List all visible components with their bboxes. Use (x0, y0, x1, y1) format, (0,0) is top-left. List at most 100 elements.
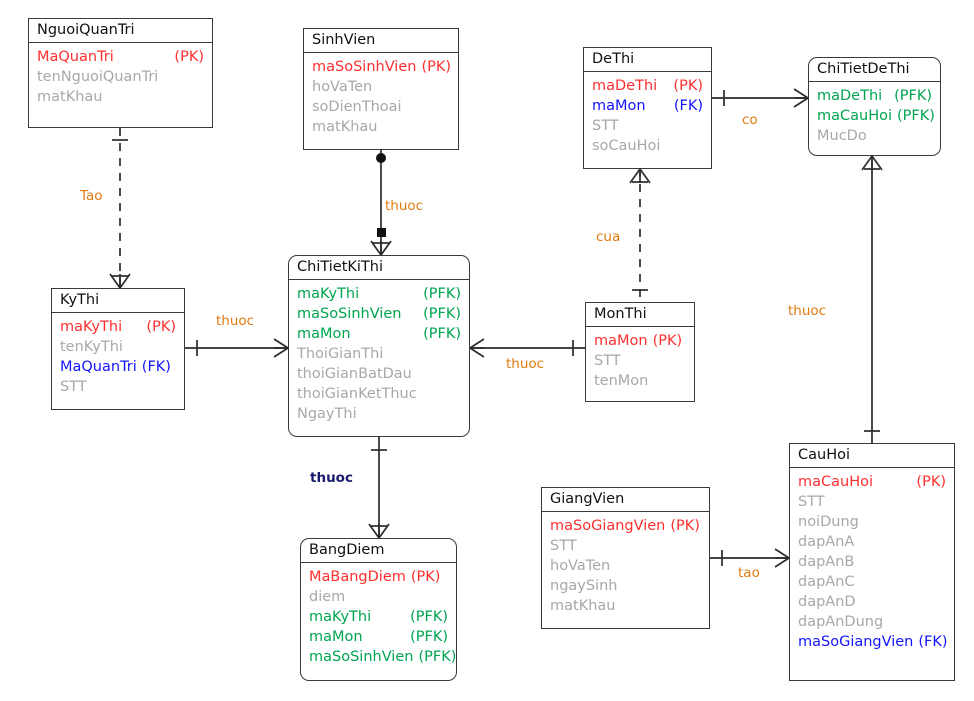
attribute-key-tag (936, 532, 946, 552)
connector-thuoc-chitietkithi-monthi (469, 338, 585, 358)
attribute-key-tag (693, 116, 703, 136)
connector-thuoc-chitietkithi-bangdiem (368, 437, 390, 539)
attribute-row: dapAnB (798, 552, 946, 572)
attribute-row: ThoiGianThi (297, 344, 461, 364)
attribute-name: dapAnB (798, 554, 855, 570)
attribute-row: STT (60, 377, 176, 397)
attribute-key-tag: (PK) (421, 59, 452, 75)
attribute-name: diem (309, 589, 346, 605)
attribute-list: maDeThi(PFK)maCauHoi(PFK)MucDo (809, 82, 940, 152)
entity-cauhoi[interactable]: CauHoi maCauHoi(PK) STT noiDung dapAnA dapAnB… (789, 443, 955, 681)
attribute-row: maCauHoi(PFK) (817, 106, 935, 126)
attribute-row: dapAnA (798, 532, 946, 552)
attribute-name: maMon (309, 629, 363, 645)
attribute-key-tag: (PFK) (418, 649, 457, 665)
attribute-name: ngaySinh (550, 578, 618, 594)
entity-title: NguoiQuanTri (29, 19, 212, 43)
attribute-row: noiDung (798, 512, 946, 532)
attribute-name: thoiGianBatDau (297, 366, 412, 382)
attribute-key-tag (451, 404, 461, 424)
attribute-key-tag (194, 87, 204, 107)
attribute-name: dapAnA (798, 534, 855, 550)
attribute-row: MaQuanTri(FK) (60, 357, 176, 377)
attribute-key-tag: (PK) (174, 49, 204, 65)
attribute-row: maMon(FK) (592, 96, 703, 116)
attribute-key-tag (936, 512, 946, 532)
attribute-row: NgayThi (297, 404, 461, 424)
attribute-row: hoVaTen (312, 77, 450, 97)
attribute-name: STT (592, 118, 619, 134)
relationship-label-tao-quantri-kythi: Tao (80, 188, 103, 204)
attribute-key-tag: (FK) (918, 634, 948, 650)
attribute-key-tag (440, 97, 450, 117)
attribute-name: thoiGianKetThuc (297, 386, 417, 402)
attribute-key-tag: (PFK) (894, 88, 932, 104)
attribute-name: MaQuanTri (37, 49, 114, 65)
attribute-row: maDeThi(PFK) (817, 86, 932, 106)
attribute-list: MaBangDiem(PK) diem maKyThi(PFK) maMon (PFK)… (301, 563, 456, 673)
attribute-row: maCauHoi(PK) (798, 472, 946, 492)
attribute-key-tag (691, 596, 701, 616)
attribute-name: dapAnDung (798, 614, 884, 630)
attribute-name: tenNguoiQuanTri (37, 69, 159, 85)
relationship-label-thuoc-sinhvien-cttkt: thuoc (385, 198, 424, 214)
attribute-name: maMon (592, 98, 646, 114)
attribute-key-tag: (PFK) (897, 108, 935, 124)
attribute-key-tag: (PFK) (410, 609, 448, 625)
attribute-name: matKhau (312, 119, 378, 135)
attribute-name: matKhau (37, 89, 103, 105)
attribute-key-tag (936, 612, 946, 632)
attribute-row: maKyThi(PFK) (309, 607, 448, 627)
attribute-list: maCauHoi(PK) STT noiDung dapAnA dapAnB dapAnC… (790, 468, 954, 658)
attribute-name: tenKyThi (60, 339, 123, 355)
attribute-name: ThoiGianThi (297, 346, 384, 362)
entity-title: MonThi (586, 303, 694, 327)
attribute-row: diem (309, 587, 448, 607)
attribute-row: hoVaTen (550, 556, 701, 576)
relationship-label-thuoc-cttkt-bangdiem: thuoc (310, 470, 353, 486)
entity-title: DeThi (584, 48, 711, 72)
attribute-name: maSoSinhVien (297, 306, 402, 322)
attribute-name: STT (594, 353, 621, 369)
attribute-row: maSoSinhVien(PFK) (309, 647, 456, 667)
connector-thuoc-kythi-chitietkithi (185, 338, 289, 358)
attribute-key-tag: (FK) (141, 359, 171, 375)
attribute-name: soCauHoi (592, 138, 661, 154)
attribute-key-tag (936, 552, 946, 572)
attribute-name: dapAnC (798, 574, 855, 590)
attribute-key-tag (922, 126, 932, 146)
entity-title: CauHoi (790, 444, 954, 468)
attribute-row: maSoGiangVien(PK) (550, 516, 701, 536)
entity-title: BangDiem (301, 539, 456, 563)
relationship-label-co-dethi-ctdt: co (742, 112, 758, 128)
attribute-name: matKhau (550, 598, 616, 614)
attribute-row: maMon(PFK) (297, 324, 461, 344)
attribute-key-tag (691, 556, 701, 576)
attribute-name: soDienThoai (312, 99, 402, 115)
attribute-list: maKyThi(PFK)maSoSinhVien(PFK)maMon(PFK)T… (289, 280, 469, 430)
relationship-label-thuoc-cttkt-monthi: thuoc (506, 356, 545, 372)
relationship-label-thuoc-kythi-cttkt: thuoc (216, 313, 255, 329)
attribute-row: maSoGiangVien(FK) (798, 632, 948, 652)
attribute-row: soDienThoai (312, 97, 450, 117)
attribute-key-tag (693, 136, 703, 156)
attribute-key-tag: (PFK) (423, 286, 461, 302)
attribute-row: MaBangDiem(PK) (309, 567, 448, 587)
attribute-row: tenKyThi (60, 337, 176, 357)
connector-tao-quantri-kythi (109, 128, 131, 289)
attribute-name: STT (798, 494, 825, 510)
attribute-row: ngaySinh (550, 576, 701, 596)
attribute-name: maMon (594, 333, 648, 349)
